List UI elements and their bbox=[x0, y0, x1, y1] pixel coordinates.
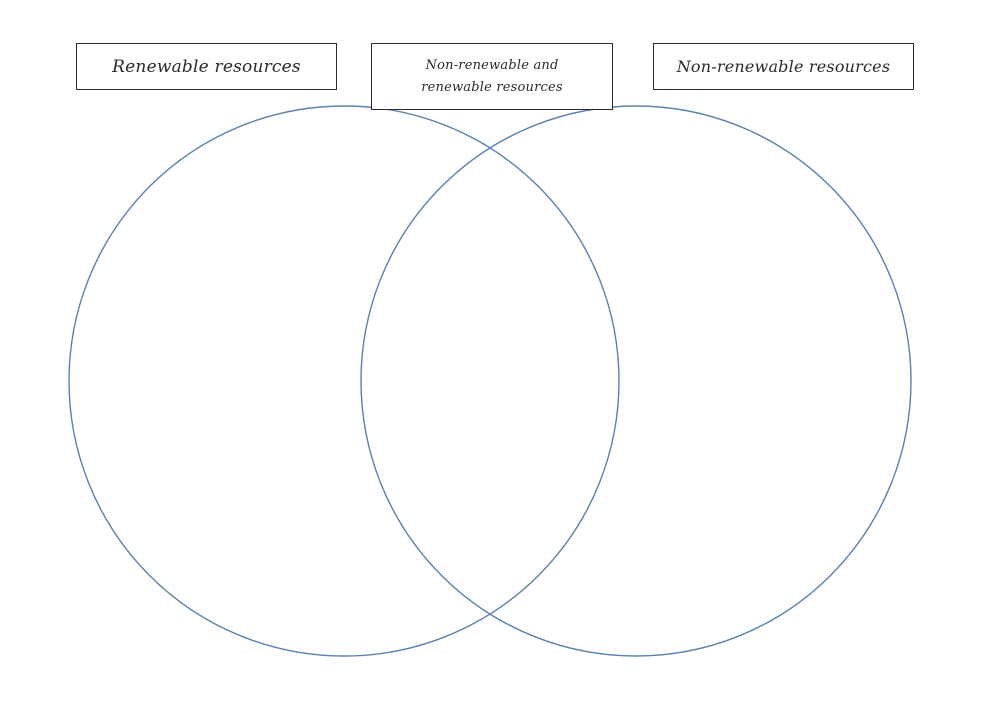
non-renewable-resources-text: Non-renewable resources bbox=[676, 57, 891, 76]
non-renewable-only-area[interactable] bbox=[630, 170, 870, 590]
renewable-circle bbox=[68, 105, 620, 657]
overlap-area[interactable] bbox=[395, 190, 585, 570]
renewable-resources-label: Renewable resources bbox=[76, 43, 337, 90]
renewable-only-area[interactable] bbox=[110, 170, 350, 590]
non-renewable-resources-label: Non-renewable resources bbox=[653, 43, 914, 90]
renewable-resources-text: Renewable resources bbox=[112, 56, 301, 77]
both-resources-text-line2: renewable resources bbox=[421, 79, 563, 95]
non-renewable-circle bbox=[360, 105, 912, 657]
both-resources-label: Non-renewable and renewable resources bbox=[371, 43, 613, 110]
both-resources-text-line1: Non-renewable and bbox=[425, 57, 559, 73]
